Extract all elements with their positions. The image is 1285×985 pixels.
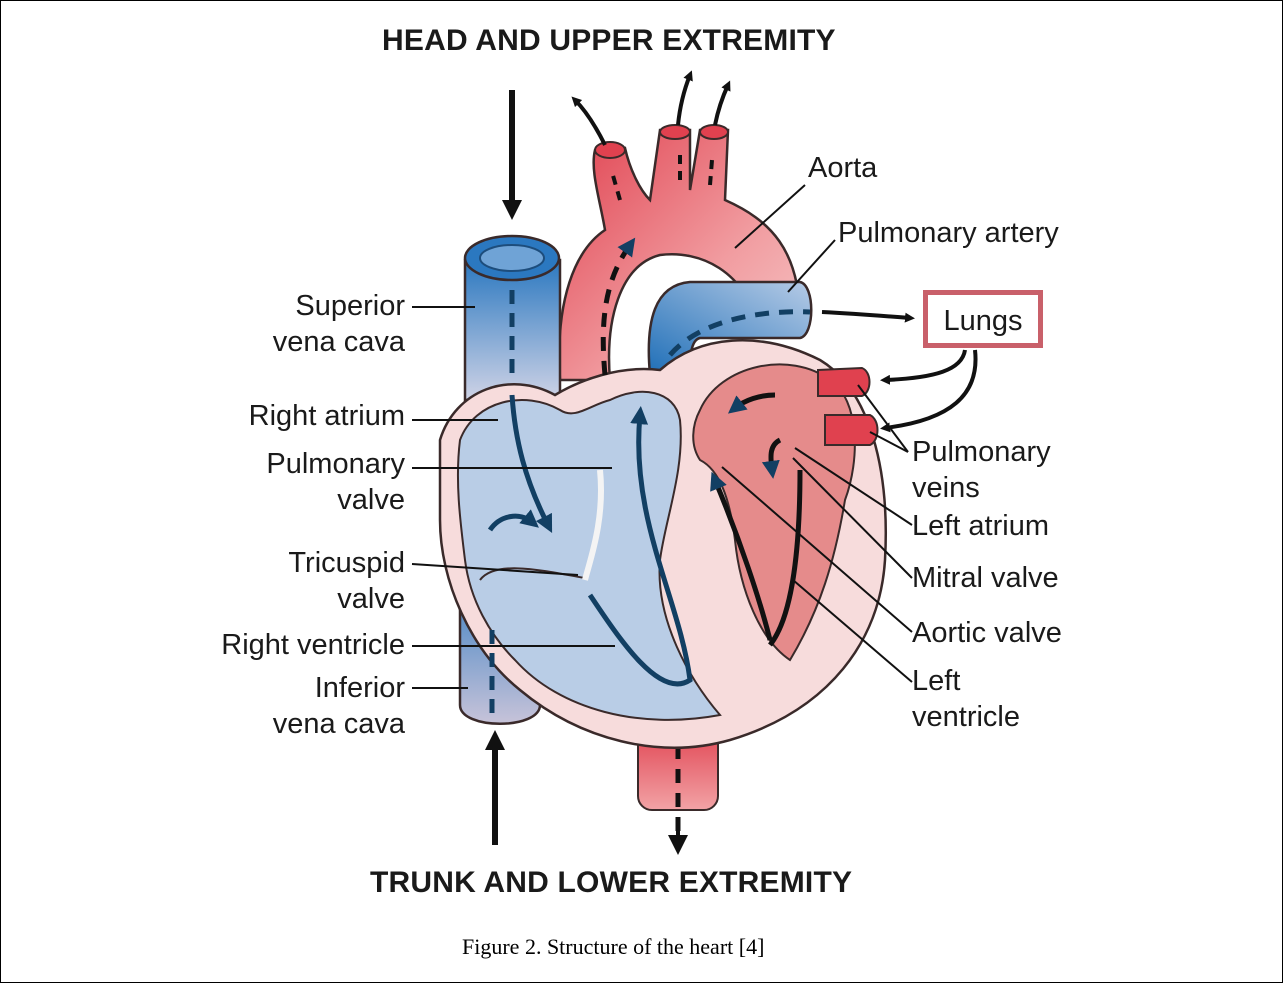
- heading-head-upper-extremity: HEAD AND UPPER EXTREMITY: [382, 24, 836, 58]
- label-line: Pulmonary: [912, 434, 1051, 470]
- label-pulmonary-valve: Pulmonary valve: [200, 446, 405, 518]
- label-line: Superior: [200, 288, 405, 324]
- heading-trunk-lower-extremity: TRUNK AND LOWER EXTREMITY: [370, 866, 852, 900]
- label-line: Left: [912, 663, 1020, 699]
- label-line: vena cava: [200, 324, 405, 360]
- label-line: Pulmonary: [200, 446, 405, 482]
- label-line: vena cava: [200, 706, 405, 742]
- figure-caption: Figure 2. Structure of the heart [4]: [462, 934, 764, 960]
- label-mitral-valve: Mitral valve: [912, 560, 1059, 596]
- label-line: Tricuspid: [200, 545, 405, 581]
- label-pulmonary-veins: Pulmonary veins: [912, 434, 1051, 506]
- label-aortic-valve: Aortic valve: [912, 615, 1062, 651]
- label-line: ventricle: [912, 699, 1020, 735]
- label-inferior-vena-cava: Inferior vena cava: [200, 670, 405, 742]
- label-line: Inferior: [200, 670, 405, 706]
- label-superior-vena-cava: Superior vena cava: [200, 288, 405, 360]
- label-line: veins: [912, 470, 1051, 506]
- label-right-atrium: Right atrium: [150, 398, 405, 434]
- label-line: valve: [200, 581, 405, 617]
- label-pulmonary-artery: Pulmonary artery: [838, 215, 1059, 251]
- lungs-box: Lungs: [923, 290, 1043, 348]
- label-left-atrium: Left atrium: [912, 508, 1049, 544]
- label-tricuspid-valve: Tricuspid valve: [200, 545, 405, 617]
- label-aorta: Aorta: [808, 150, 877, 186]
- label-lungs: Lungs: [928, 303, 1038, 339]
- label-left-ventricle: Left ventricle: [912, 663, 1020, 735]
- label-line: valve: [200, 482, 405, 518]
- label-right-ventricle: Right ventricle: [150, 627, 405, 663]
